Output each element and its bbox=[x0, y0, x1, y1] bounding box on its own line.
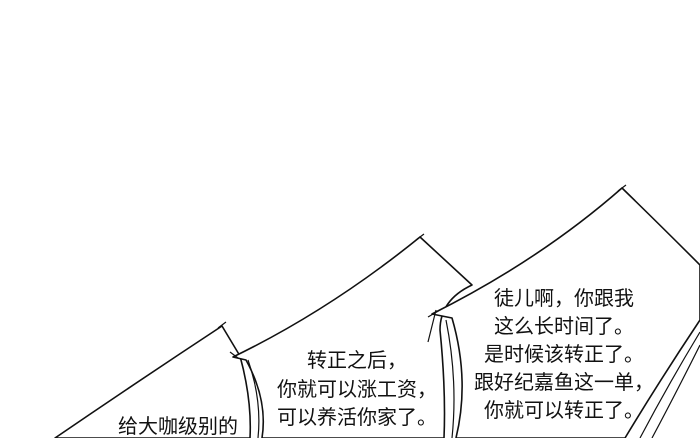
bubble-1-line: 给大咖级别的 bbox=[118, 414, 238, 438]
speech-bubble-3 bbox=[431, 187, 700, 438]
speech-bubble-1 bbox=[54, 325, 252, 438]
bubble-3-line: 是时候该转正了。 bbox=[484, 342, 644, 366]
bubble-2-line: 转正之后， bbox=[307, 348, 407, 372]
speech-bubble-2-text: 转正之后， 你就可以涨工资， 可以养活你家了。 bbox=[277, 346, 437, 432]
bubble-3-line: 跟好纪嘉鱼这一单， bbox=[474, 370, 654, 394]
bubble-3-line: 你就可以转正了。 bbox=[484, 398, 644, 422]
bubble-2-line: 可以养活你家了。 bbox=[277, 405, 437, 429]
speech-bubble-1-text: 给大咖级别的 bbox=[118, 412, 238, 441]
bubble-2-line: 你就可以涨工资， bbox=[277, 376, 437, 401]
speech-bubble-2 bbox=[232, 236, 473, 438]
bubble-3-line: 徒儿啊，你跟我 bbox=[494, 286, 634, 310]
bubble-3-line: 这么长时间了。 bbox=[494, 314, 634, 338]
speech-bubble-3-text: 徒儿啊，你跟我 这么长时间了。 是时候该转正了。 跟好纪嘉鱼这一单， 你就可以转… bbox=[474, 284, 654, 424]
